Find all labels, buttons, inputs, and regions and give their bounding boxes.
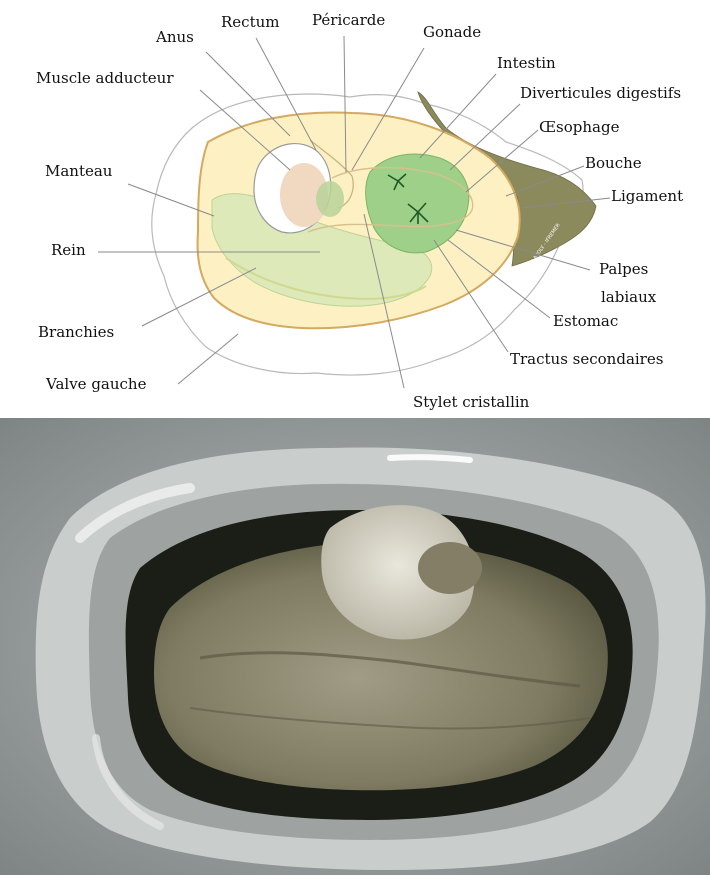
label-tractus-secondaires: Tractus secondaires	[510, 350, 663, 368]
label-manteau: Manteau	[45, 162, 113, 180]
label-rectum: Rectum	[221, 13, 279, 31]
label-intestin: Intestin	[497, 54, 556, 72]
label-diverticules-digestifs: Diverticules digestifs	[520, 84, 681, 102]
label-ligament: Ligament	[611, 187, 683, 205]
oyster-photo	[0, 418, 710, 875]
label-pericarde: Péricarde	[312, 11, 385, 29]
photo-shell-highlight-2	[390, 457, 470, 460]
label-oesophage: Œsophage	[539, 118, 620, 136]
label-palpes-line2: labiaux	[601, 288, 657, 306]
label-anus: Anus	[155, 28, 194, 46]
label-estomac: Estomac	[553, 312, 618, 330]
label-bouche: Bouche	[585, 154, 642, 172]
label-palpes-line1: Palpes	[599, 260, 648, 278]
label-rein: Rein	[51, 241, 86, 259]
photo-adductor	[418, 542, 482, 594]
label-valve-gauche: Valve gauche	[45, 375, 147, 393]
label-branchies: Branchies	[38, 323, 114, 341]
label-stylet-cristallin: Stylet cristallin	[413, 393, 530, 411]
label-gonade: Gonade	[423, 23, 481, 41]
label-muscle-adducteur: Muscle adducteur	[36, 69, 174, 87]
heart-shape	[316, 181, 344, 217]
oyster-anatomy-diagram: LA JOLY - IFREMER	[0, 0, 710, 415]
